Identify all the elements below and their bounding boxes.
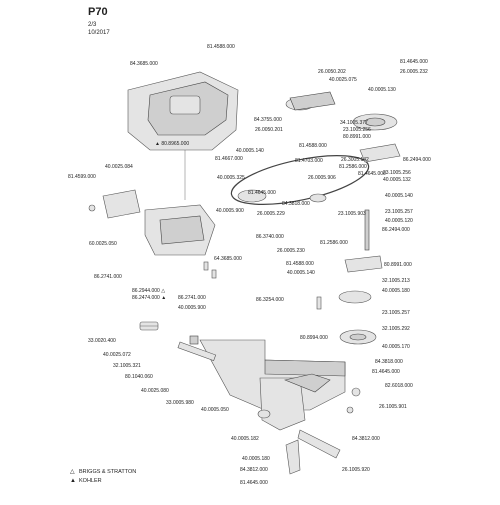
part-number-label: 81.4645.000 xyxy=(248,190,276,196)
pulley-assembly xyxy=(230,91,401,345)
page-title: P70 xyxy=(88,6,108,18)
part-number-label: 84.3755.000 xyxy=(254,117,282,123)
part-number-label: 86.2741.000 xyxy=(94,274,122,280)
part-number-label: 26.0005.229 xyxy=(257,211,285,217)
part-number-label: 26.1005.920 xyxy=(342,467,370,473)
part-number-label: 40.0005.130 xyxy=(368,87,396,93)
part-number-label: 23.1005.257 xyxy=(382,310,410,316)
part-number-label: 81.4645.000 xyxy=(358,171,386,177)
part-number-label: 86.2494.000 xyxy=(403,157,431,163)
part-number-label: 81.4645.000 xyxy=(372,369,400,375)
triangle-outline-icon: △ xyxy=(70,469,75,475)
part-number-label: 81.4703.000 xyxy=(295,158,323,164)
part-number-label: 40.0005.180 xyxy=(242,456,270,462)
part-number-label: 86.3740.000 xyxy=(256,234,284,240)
legend-kohler: ▲KOHLER xyxy=(70,478,102,484)
sheet-number: 2/3 xyxy=(88,22,97,28)
part-number-label: 86.3254.000 xyxy=(256,297,284,303)
part-number-label: 86.2741.000 xyxy=(178,295,206,301)
part-number-label: 84.3818.000 xyxy=(282,201,310,207)
part-number-label: 26.0005.230 xyxy=(277,248,305,254)
part-number-label: 40.0005.325 xyxy=(217,175,245,181)
part-number-label: 64.3685.000 xyxy=(214,256,242,262)
part-number-label: 26.3005.142 xyxy=(341,157,369,163)
part-number-label: 40.0025.075 xyxy=(329,77,357,83)
part-number-label: 23.1005.256 xyxy=(343,127,371,133)
part-number-label: 84.3812.000 xyxy=(240,467,268,473)
part-number-label: 32.1005.213 xyxy=(382,278,410,284)
part-number-label: 26.0050.202 xyxy=(318,69,346,75)
part-number-label: 40.0005.132 xyxy=(383,177,411,183)
part-number-callouts: 81.4588.000 84.3685.000 81.4645.000 26.0050… xyxy=(68,44,431,486)
engine-illustration xyxy=(127,71,239,200)
legend-label: KOHLER xyxy=(79,478,102,484)
part-number-label: 86.2494.000 xyxy=(382,227,410,233)
part-number-label: 32.1005.292 xyxy=(382,326,410,332)
part-number-label: 40.0025.072 xyxy=(103,352,131,358)
part-number-label: 84.3818.000 xyxy=(375,359,403,365)
part-number-label: ▲ 80.8965.000 xyxy=(155,141,189,147)
part-number-label: 40.0005.900 xyxy=(216,208,244,214)
part-number-label: 26.0005.906 xyxy=(308,175,336,181)
part-number-label: 40.0025.080 xyxy=(141,388,169,394)
part-number-label: 80.8991.000 xyxy=(384,262,412,268)
part-number-label: 81.4599.000 xyxy=(68,174,96,180)
part-number-label: 23.1005.257 xyxy=(385,209,413,215)
part-number-label: 40.0005.170 xyxy=(382,344,410,350)
part-number-label: 26.1005.901 xyxy=(379,404,407,410)
legend-briggs-stratton: △ BRIGGS & STRATTON xyxy=(70,468,136,475)
part-number-label: 40.0005.900 xyxy=(178,305,206,311)
part-number-label: 23.1005.903 xyxy=(338,211,366,217)
part-number-label: 40.0005.120 xyxy=(385,218,413,224)
part-number-label: 26.0050.201 xyxy=(255,127,283,133)
part-number-label: 33.0020.400 xyxy=(88,338,116,344)
part-number-label: 81.4588.000 xyxy=(207,44,235,50)
part-number-label: 34.1005.377 xyxy=(340,120,368,126)
part-number-label: 84.3812.000 xyxy=(352,436,380,442)
part-number-label: 40.0005.050 xyxy=(201,407,229,413)
part-number-label: 81.4645.000 xyxy=(400,59,428,65)
triangle-filled-icon: ▲ xyxy=(70,478,76,484)
part-number-label: 81.2586.000 xyxy=(339,164,367,170)
part-number-label: 86.2944.000 △ xyxy=(132,288,165,294)
muffler-bracket xyxy=(102,189,216,256)
part-number-label: 32.1005.321 xyxy=(113,363,141,369)
part-number-label: 40.0005.140 xyxy=(385,193,413,199)
part-number-label: 80.8991.000 xyxy=(343,134,371,140)
part-number-label: 81.4588.000 xyxy=(286,261,314,267)
part-number-label: 84.3685.000 xyxy=(130,61,158,67)
part-number-label: 33.0005.980 xyxy=(166,400,194,406)
part-number-label: 81.4645.000 xyxy=(240,480,268,486)
revision-date: 10/2017 xyxy=(88,30,110,36)
part-number-label: 80.8994.000 xyxy=(300,335,328,341)
part-number-label: 81.4667.000 xyxy=(215,156,243,162)
part-number-label: 23.1005.256 xyxy=(383,170,411,176)
part-number-label: 40.0025.084 xyxy=(105,164,133,170)
part-number-label: 26.0005.232 xyxy=(400,69,428,75)
part-number-label: 40.0005.140 xyxy=(236,148,264,154)
legend-label: BRIGGS & STRATTON xyxy=(79,469,137,475)
part-number-label: 86.2474.000 ▲ xyxy=(132,295,166,301)
part-number-label: 80.1040.060 xyxy=(125,374,153,380)
part-number-label: 60.0025.050 xyxy=(89,241,117,247)
spring-and-fasteners xyxy=(88,204,361,414)
part-number-label: 81.4588.000 xyxy=(299,143,327,149)
transmission-frame xyxy=(177,335,346,475)
part-number-label: 40.0005.140 xyxy=(287,270,315,276)
part-number-label: 40.0005.182 xyxy=(231,436,259,442)
part-number-label: 81.2586.000 xyxy=(320,240,348,246)
part-number-label: 82.6018.000 xyxy=(385,383,413,389)
part-number-label: 40.0005.180 xyxy=(382,288,410,294)
